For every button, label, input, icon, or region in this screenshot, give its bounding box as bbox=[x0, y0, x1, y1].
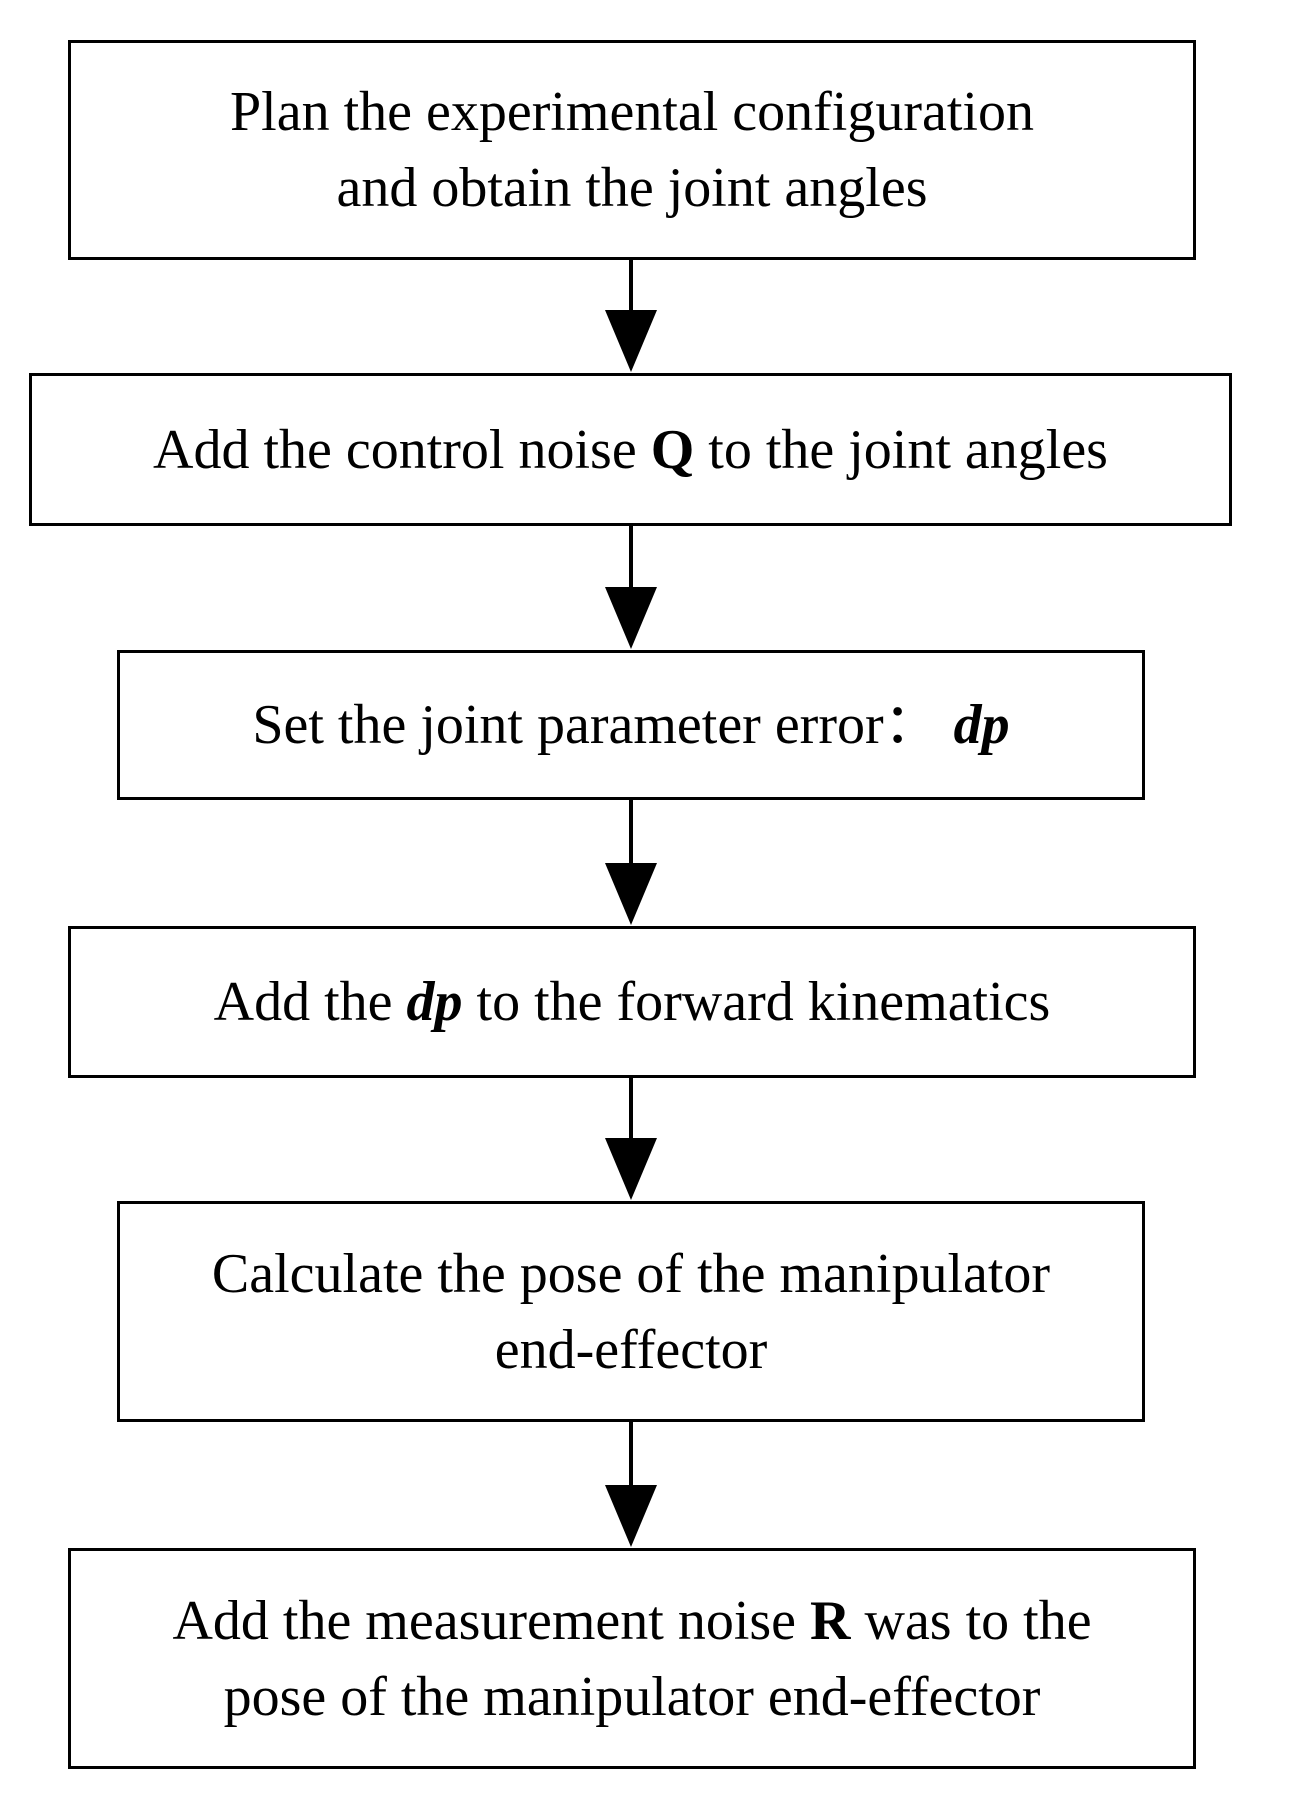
step-plan-configuration: Plan the experimental configuration and … bbox=[68, 40, 1196, 260]
step-set-parameter-error: Set the joint parameter error： dp bbox=[117, 650, 1145, 800]
step-1-line-1: Plan the experimental configuration bbox=[230, 81, 1034, 143]
step-4-prefix: Add the bbox=[213, 971, 407, 1033]
arrow-1-to-2 bbox=[605, 260, 657, 372]
step-6-prefix: Add the measurement noise bbox=[172, 1589, 811, 1652]
dp-symbol: dp bbox=[406, 971, 463, 1033]
step-3-line: Set the joint parameter error： dp bbox=[252, 687, 1009, 763]
step-add-control-noise: Add the control noise Q to the joint ang… bbox=[29, 373, 1232, 526]
step-add-measurement-noise: Add the measurement noise R was to the p… bbox=[68, 1548, 1196, 1769]
step-2-suffix: to the joint angles bbox=[694, 418, 1108, 481]
arrow-5-to-6 bbox=[605, 1422, 657, 1547]
step-1-line-2: and obtain the joint angles bbox=[336, 157, 928, 219]
step-2-line: Add the control noise Q to the joint ang… bbox=[153, 412, 1108, 488]
measurement-noise-symbol: R bbox=[810, 1589, 851, 1652]
step-2-prefix: Add the control noise bbox=[153, 418, 651, 481]
step-calculate-pose: Calculate the pose of the manipulator en… bbox=[117, 1201, 1145, 1422]
step-3-prefix: Set the joint parameter error： bbox=[252, 694, 954, 756]
arrow-3-to-4 bbox=[605, 800, 657, 925]
arrow-2-to-3 bbox=[605, 526, 657, 649]
parameter-error-symbol: dp bbox=[953, 694, 1010, 756]
step-6-line-1: Add the measurement noise R was to the bbox=[172, 1583, 1091, 1659]
step-6-suffix: was to the bbox=[850, 1589, 1092, 1652]
step-4-line: Add the dp to the forward kinematics bbox=[214, 964, 1051, 1040]
step-5-line-2: end-effector bbox=[494, 1318, 768, 1381]
step-5-line-1: Calculate the pose of the manipulator bbox=[211, 1242, 1051, 1305]
step-6-line-2: pose of the manipulator end-effector bbox=[223, 1665, 1041, 1728]
step-add-dp-forward-kinematics: Add the dp to the forward kinematics bbox=[68, 926, 1196, 1078]
step-4-suffix: to the forward kinematics bbox=[462, 971, 1051, 1033]
arrow-4-to-5 bbox=[605, 1078, 657, 1200]
control-noise-symbol: Q bbox=[650, 418, 695, 481]
